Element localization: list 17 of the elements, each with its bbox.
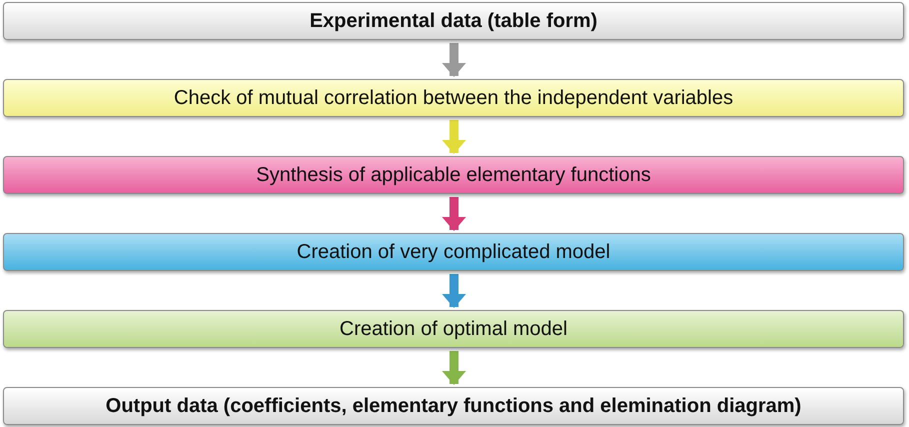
arrow [442,120,466,154]
arrow [442,197,466,231]
box-label: Creation of very complicated model [296,240,610,264]
box-label: Experimental data (table form) [310,10,598,32]
process-box [3,2,904,40]
process-box [3,310,904,348]
box-label: Creation of optimal model [340,318,568,340]
process-box [3,233,904,271]
process-box [3,387,904,425]
arrow [442,43,466,77]
box-label: Check of mutual correlation between the independent variables [174,86,734,110]
box-label: Synthesis of applicable elementary functions [256,164,651,186]
arrow [442,351,466,385]
process-box [3,79,904,117]
arrow [442,274,466,308]
box-label: Output data (coefficients, elementary functions and elemination diagram) [106,394,802,418]
process-box [3,156,904,194]
